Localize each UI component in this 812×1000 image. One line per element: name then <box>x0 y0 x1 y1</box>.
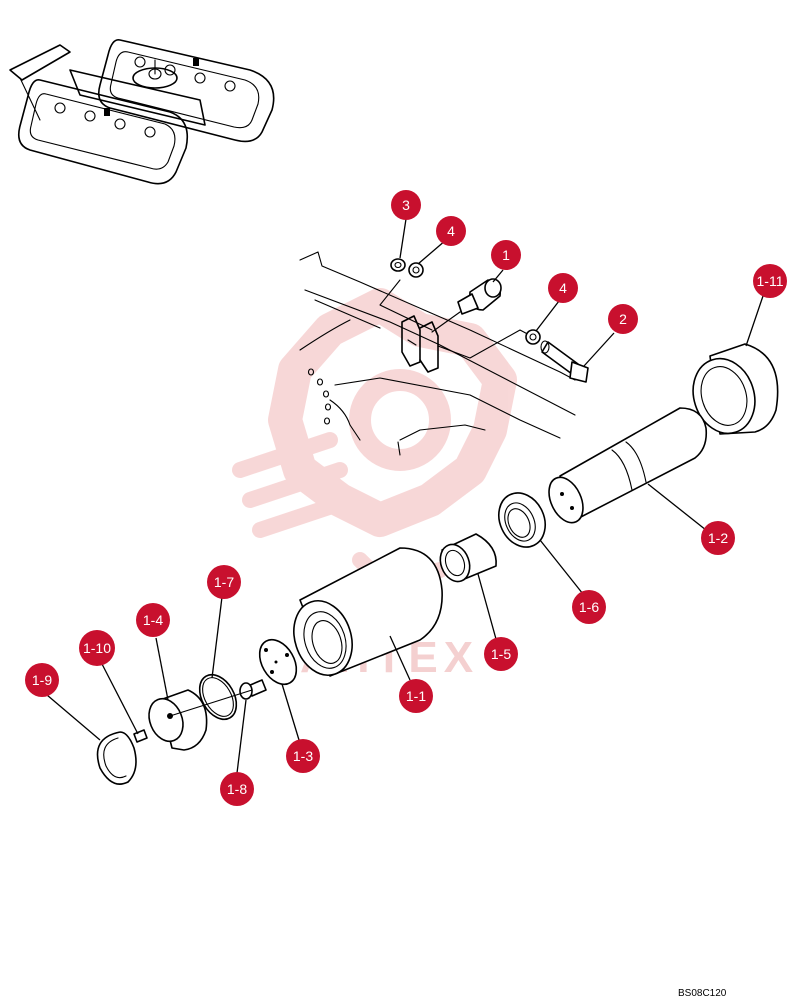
callout-2: 2 <box>608 304 638 334</box>
part-1-1-roller <box>293 547 443 677</box>
callout-1: 1 <box>491 240 521 270</box>
callout-1-10: 1-10 <box>79 630 115 666</box>
callout-3: 3 <box>391 190 421 220</box>
callout-1-1: 1-1 <box>399 679 433 713</box>
callout-1-8: 1-8 <box>220 772 254 806</box>
part-4-washer-top <box>408 262 424 278</box>
drawing-code: BS08C120 <box>678 988 727 999</box>
callout-1-3: 1-3 <box>286 739 320 773</box>
callout-1-7: 1-7 <box>207 565 241 599</box>
callout-4-right: 4 <box>548 273 578 303</box>
part-2-bolt <box>540 340 589 383</box>
part-1-8-bolt <box>239 679 267 700</box>
svg-text:4: 4 <box>447 223 455 239</box>
part-1-7-oring <box>198 673 238 721</box>
svg-text:4: 4 <box>559 280 567 296</box>
callout-4-top: 4 <box>436 216 466 246</box>
svg-text:2: 2 <box>619 311 627 327</box>
svg-text:1-6: 1-6 <box>579 599 599 615</box>
part-1-3-plate <box>258 638 298 686</box>
track-frame-sketch <box>299 251 576 456</box>
svg-text:1-1: 1-1 <box>406 688 426 704</box>
callout-1-2: 1-2 <box>701 521 735 555</box>
svg-text:1-7: 1-7 <box>214 574 234 590</box>
part-1-10-plug <box>133 729 148 743</box>
leader-lines <box>46 218 764 774</box>
svg-text:3: 3 <box>402 197 410 213</box>
callout-1-6: 1-6 <box>572 590 606 624</box>
svg-text:1-3: 1-3 <box>293 748 313 764</box>
svg-text:1-2: 1-2 <box>708 530 728 546</box>
callout-1-5: 1-5 <box>484 637 518 671</box>
callout-1-9: 1-9 <box>25 663 59 697</box>
callout-1-11: 1-11 <box>753 264 787 298</box>
svg-text:1-4: 1-4 <box>143 612 163 628</box>
svg-text:1: 1 <box>502 247 510 263</box>
svg-text:1-11: 1-11 <box>757 273 784 289</box>
part-1-shaft <box>457 278 502 315</box>
part-1-9-snap-ring <box>96 731 137 785</box>
part-4-washer-right <box>525 329 541 345</box>
svg-text:1-5: 1-5 <box>491 646 511 662</box>
svg-text:1-9: 1-9 <box>32 672 52 688</box>
callout-1-4: 1-4 <box>136 603 170 637</box>
part-3-nut <box>390 258 406 272</box>
undercarriage-thumbnail <box>9 39 275 185</box>
svg-text:1-10: 1-10 <box>83 640 111 656</box>
part-1-11-sleeve <box>692 343 779 435</box>
part-1-4-cap <box>148 689 253 751</box>
svg-text:1-8: 1-8 <box>227 781 247 797</box>
part-1-5-bushing <box>439 533 497 583</box>
part-1-6-seal <box>498 492 546 548</box>
part-1-2-shaft <box>548 407 708 524</box>
